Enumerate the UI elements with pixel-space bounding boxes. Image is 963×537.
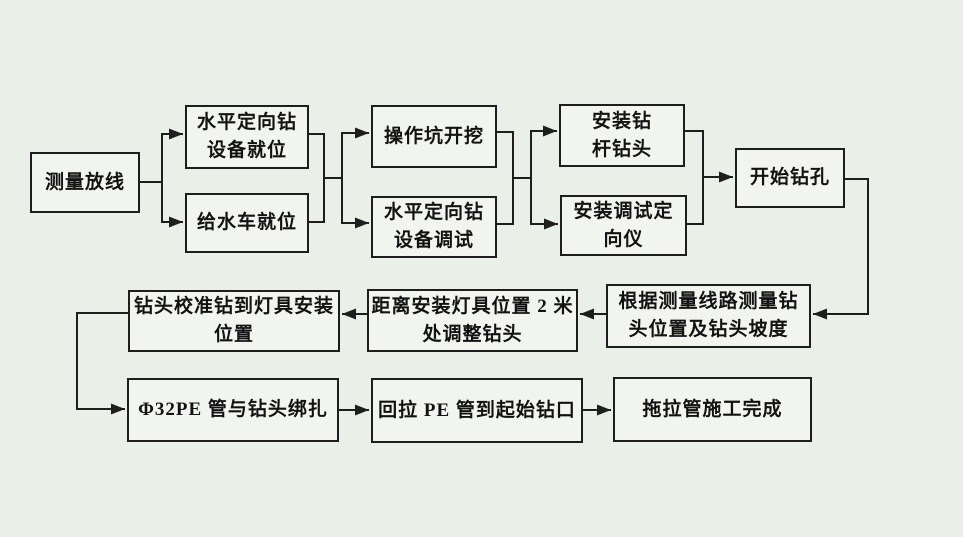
flow-node-label: 杆钻头 <box>591 138 652 160</box>
flow-node-label: 测量放线 <box>44 171 125 193</box>
flow-node-label: 拖拉管施工完成 <box>642 398 783 420</box>
flow-node-label: 位置 <box>213 324 254 345</box>
arrowhead-icon <box>543 125 557 137</box>
flow-node-install-rod-bit: 安装钻杆钻头 <box>559 104 685 167</box>
flow-node-start-drilling: 开始钻孔 <box>735 148 845 208</box>
flow-edge-guide-meter-merge-stub <box>687 177 704 225</box>
arrowhead-icon <box>169 216 183 228</box>
flow-node-label: 根据测量线路测量钻 <box>618 291 799 312</box>
flow-node-label: 开始钻孔 <box>749 167 830 188</box>
flow-edge-measure-to-water-truck <box>140 181 183 223</box>
flow-node-label: 回拉 PE 管到起始钻口 <box>378 399 576 421</box>
flow-node-label: 水平定向钻 <box>383 202 484 223</box>
flow-node-label: 处调整钻头 <box>422 323 523 345</box>
arrowhead-icon <box>355 127 369 139</box>
flow-node-label: 钻头校准钻到灯具安装 <box>133 296 334 317</box>
arrowhead-icon <box>580 308 594 320</box>
flow-edge-calibrate-to-binding <box>76 312 128 410</box>
flow-node-label: 设备就位 <box>206 140 287 161</box>
flow-edge-split-to-rig-debug <box>341 178 369 224</box>
flow-node-pullback-pe-pipe: 回拉 PE 管到起始钻口 <box>371 378 583 443</box>
flow-node-label: 安装调试定 <box>573 200 674 222</box>
flow-edge-rig-merge-stub <box>309 133 325 178</box>
flow-edge-split-to-rod-bit <box>513 130 557 179</box>
arrowhead-icon <box>342 308 356 320</box>
flow-edge-water-truck-merge-stub <box>309 178 325 223</box>
flow-node-label: 设备调试 <box>393 230 474 251</box>
flow-edge-start-to-measure-bit <box>813 178 869 315</box>
arrowhead-icon <box>355 217 369 229</box>
flow-edge-split-to-pit <box>324 132 369 179</box>
arrowhead-icon <box>111 403 125 415</box>
flow-node-measure-layout: 测量放线 <box>30 152 140 213</box>
arrowhead-icon <box>597 404 611 416</box>
flow-edge-measure-to-rig <box>140 133 183 183</box>
flow-node-hdd-rig-in-place: 水平定向钻设备就位 <box>185 105 309 169</box>
flow-node-label: 水平定向钻 <box>196 112 297 133</box>
arrowhead-icon <box>813 308 827 320</box>
arrowhead-icon <box>544 218 558 230</box>
flow-node-label: 向仪 <box>603 228 644 250</box>
flow-edge-pit-merge-stub <box>497 131 514 178</box>
arrowhead-icon <box>719 171 733 183</box>
flow-node-hdd-rig-debug: 水平定向钻设备调试 <box>371 196 497 258</box>
flow-node-install-guide-meter: 安装调试定向仪 <box>560 195 687 256</box>
flow-node-pit-excavation: 操作坑开挖 <box>371 105 497 168</box>
arrowhead-icon <box>355 404 369 416</box>
flow-node-pe-pipe-binding: Φ32PE 管与钻头绑扎 <box>127 378 339 442</box>
flow-node-measure-bit-position: 根据测量线路测量钻头位置及钻头坡度 <box>606 284 811 348</box>
flow-edge-debug-merge-stub <box>497 178 514 225</box>
flow-node-label: 距离安装灯具位置 2 米 <box>371 295 574 317</box>
flow-node-adjust-bit-2m: 距离安装灯具位置 2 米处调整钻头 <box>367 289 578 352</box>
flow-node-label: 给水车就位 <box>196 212 297 233</box>
flow-node-bit-calibrated-to-lamp: 钻头校准钻到灯具安装位置 <box>128 290 340 352</box>
arrowhead-icon <box>169 128 183 140</box>
flow-edge-rod-bit-merge-stub <box>685 130 704 177</box>
flow-node-label: 安装钻 <box>591 110 652 132</box>
flow-node-label: Φ32PE 管与钻头绑扎 <box>138 399 328 420</box>
flow-node-construction-complete: 拖拉管施工完成 <box>613 377 812 442</box>
flow-node-label: 操作坑开挖 <box>383 125 484 147</box>
flow-node-label: 头位置及钻头坡度 <box>628 319 789 340</box>
flow-edge-split-to-guide-meter <box>530 178 558 225</box>
flow-node-water-truck-in-place: 给水车就位 <box>185 193 309 253</box>
